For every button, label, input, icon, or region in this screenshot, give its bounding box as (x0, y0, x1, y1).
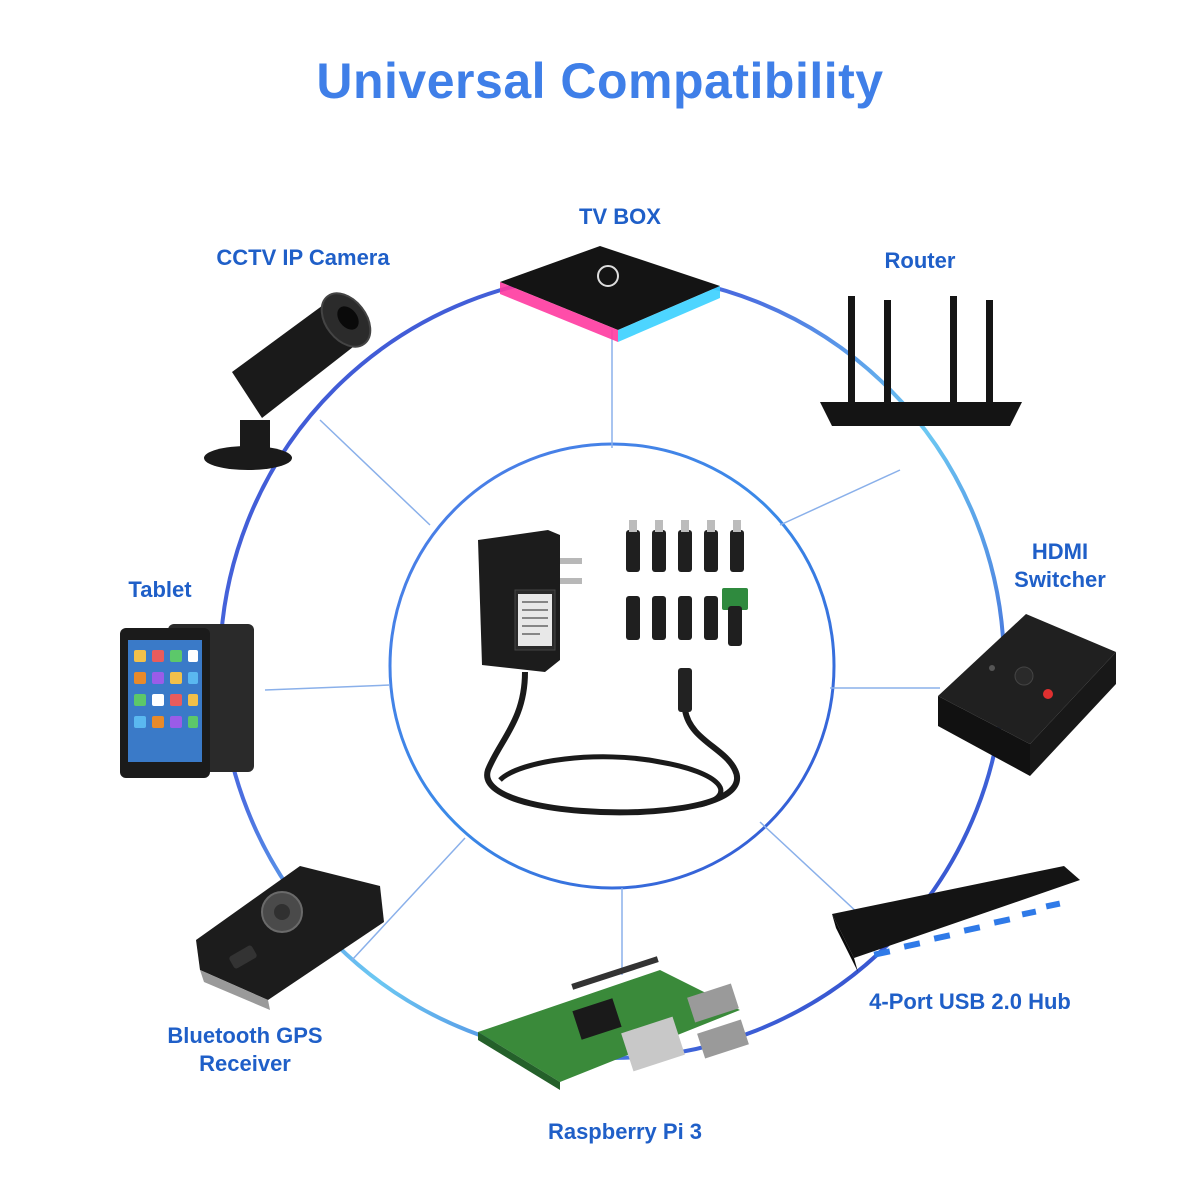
router-image (820, 296, 1022, 426)
connector-tips (626, 520, 748, 646)
label-tablet: Tablet (128, 577, 192, 602)
usb-hub-image (832, 866, 1080, 972)
hdmi-switcher-image (938, 614, 1116, 776)
cctv-camera-image (204, 292, 372, 470)
page-title: Universal Compatibility (316, 53, 884, 109)
label-gps-line1: Bluetooth GPS (167, 1023, 323, 1048)
inner-ring (388, 442, 836, 890)
label-raspberry-pi: Raspberry Pi 3 (547, 1119, 703, 1144)
label-bluetooth-gps-receiver: Bluetooth GPS Receiver (140, 1022, 350, 1078)
label-router: Router (884, 248, 956, 273)
label-cctv-ip-camera: CCTV IP Camera (216, 245, 390, 270)
raspberry-pi-image (478, 956, 749, 1090)
tv-box-image (500, 246, 720, 342)
gps-receiver-image (196, 866, 384, 1010)
label-gps-line2: Receiver (199, 1051, 291, 1076)
label-hdmi-line1: HDMI (1031, 539, 1089, 564)
label-usb-hub: 4-Port USB 2.0 Hub (869, 989, 1071, 1014)
spokes (264, 330, 940, 975)
power-adapter (478, 530, 740, 816)
label-hdmi-switcher: HDMI Switcher (990, 538, 1130, 594)
label-hdmi-line2: Switcher (1014, 567, 1106, 592)
label-tv-box: TV BOX (579, 204, 661, 229)
tablet-image (120, 624, 254, 778)
